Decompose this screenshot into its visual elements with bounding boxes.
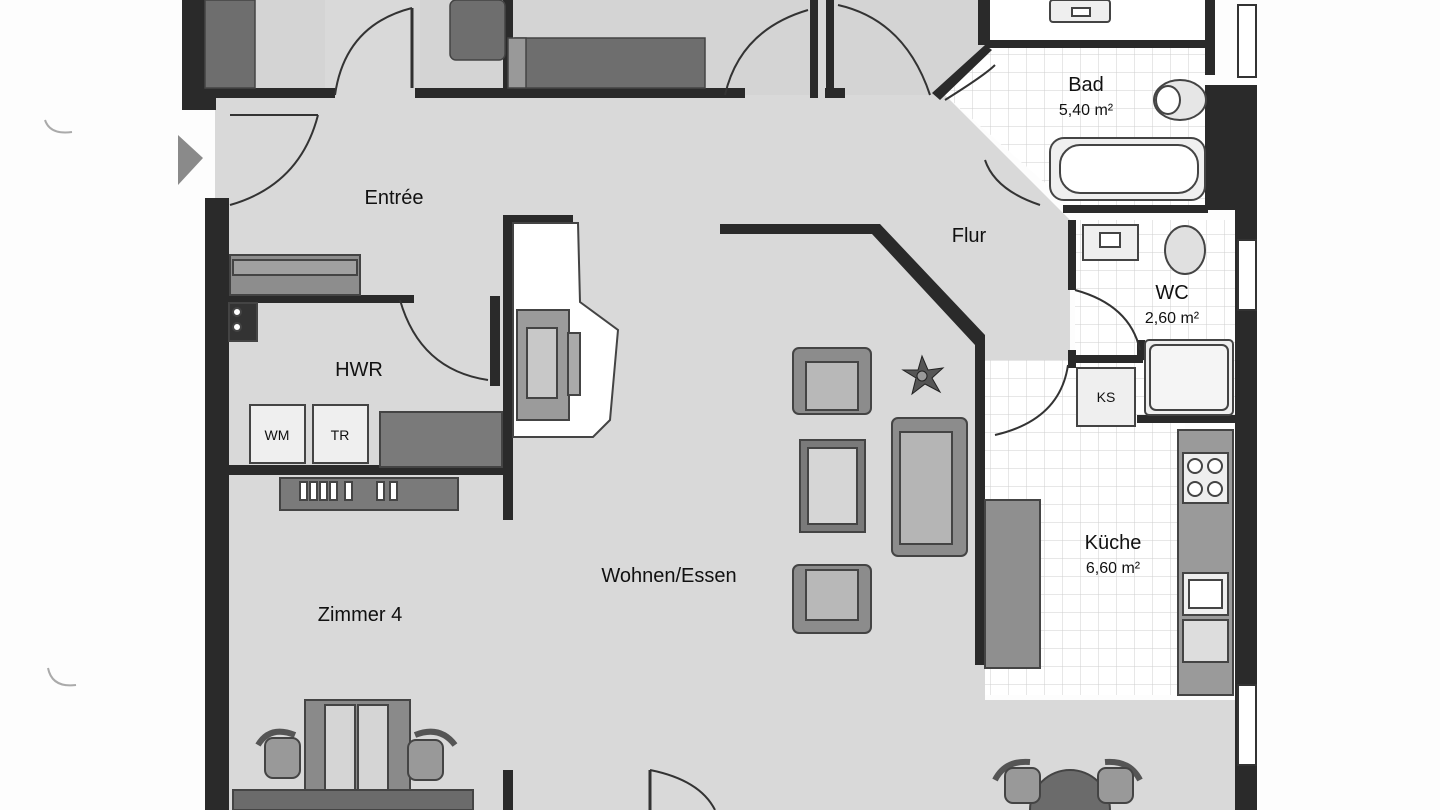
binder-hole-mark-bottom (47, 667, 77, 687)
hwr-furniture (228, 254, 503, 468)
furniture-top-rooms (204, 0, 706, 89)
appliance-label-ks: KS (1097, 389, 1116, 405)
room-area-kueche: 6,60 m² (1086, 560, 1141, 577)
room-area-bad: 5,40 m² (1059, 102, 1114, 119)
plant-icon (901, 354, 945, 396)
interior-walls (215, 0, 1235, 810)
room-label-bad: Bad (1068, 74, 1104, 96)
room-label-zimmer4: Zimmer 4 (318, 604, 402, 626)
room-label-entree: Entrée (365, 187, 424, 209)
room-label-hwr: HWR (335, 359, 383, 381)
room-area-wc: 2,60 m² (1145, 310, 1200, 327)
bad-fixtures (1049, 0, 1207, 201)
floor-area (215, 0, 1245, 810)
doors (229, 4, 1141, 810)
windows (1237, 4, 1257, 766)
room-label-flur: Flur (952, 225, 987, 247)
room-label-wohnen-essen: Wohnen/Essen (601, 565, 736, 587)
entrance-arrow-icon (178, 135, 203, 185)
dining-set (992, 758, 1143, 810)
wc-fixtures (1082, 224, 1234, 416)
binder-hole-mark-top (44, 119, 73, 134)
kitchen-counter (984, 367, 1234, 696)
appliance-label-tr: TR (331, 427, 350, 443)
room-label-kueche: Küche (1085, 532, 1142, 554)
zimmer4-furniture (232, 477, 474, 810)
room-label-wc: WC (1155, 282, 1188, 304)
appliance-label-wm: WM (265, 427, 290, 443)
fireplace (512, 222, 620, 438)
living-furniture (792, 347, 968, 634)
